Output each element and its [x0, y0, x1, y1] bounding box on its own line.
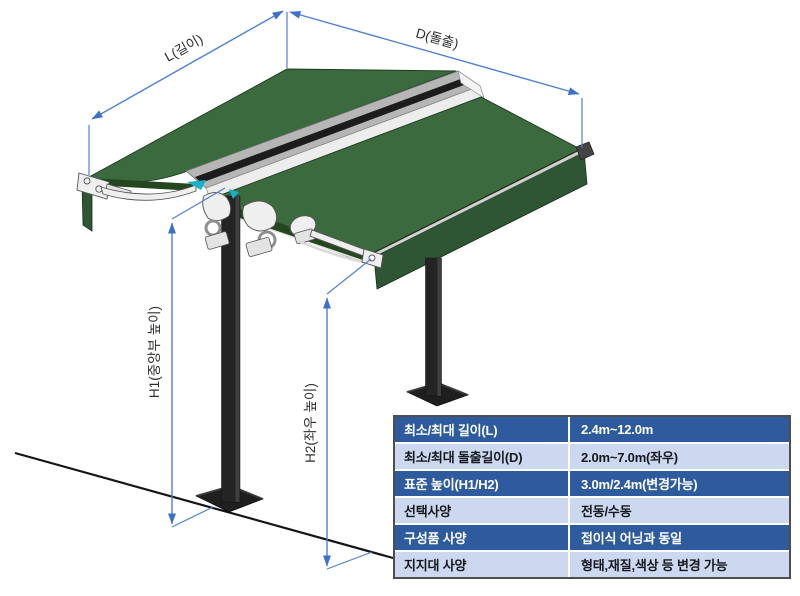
spec-row-label: 표준 높이(H1/H2): [395, 471, 568, 496]
left-post: [195, 195, 264, 513]
spec-row-label: 최소/최대 길이(L): [395, 417, 568, 442]
dimension-height-center: H1(중앙부 높이): [147, 187, 226, 528]
left-canopy-front-edge: [89, 178, 196, 191]
spec-row-value: 전동/수동: [570, 498, 789, 523]
teal-accent-icon: [229, 189, 239, 199]
arm-hook-icon: [204, 219, 222, 237]
beam-black-stripe: [195, 77, 472, 183]
roller-far-end-cap: [575, 141, 595, 161]
dimension-line-L: [91, 10, 284, 120]
dimension-label-projection: D(돌출): [414, 25, 460, 51]
spec-table: 최소/최대 길이(L) 2.4m~12.0m 최소/최대 돌출길이(D) 2.0…: [393, 415, 791, 579]
leader-line: [326, 258, 372, 295]
left-roller-assembly: [76, 172, 197, 232]
leader-line: [326, 551, 373, 570]
ground-line: [14, 451, 394, 560]
dimension-line-D: [289, 11, 580, 95]
center-beam: [185, 70, 485, 202]
arm-foot: [245, 237, 273, 257]
dimension-label-height-side: H2(좌우 높이): [303, 383, 318, 463]
arm-casting: [202, 192, 232, 221]
left-folding-arm: [100, 184, 197, 201]
spec-row-label: 구성품 사양: [395, 525, 568, 550]
arm-foot: [204, 231, 230, 250]
left-roller-hole-icon: [83, 177, 91, 185]
leader-line: [171, 187, 226, 220]
spec-row-value: 3.0m/2.4m(변경가능): [570, 471, 789, 496]
left-post-column-highlight: [235, 196, 240, 502]
spec-row-label: 지지대 사양: [395, 552, 568, 577]
dimension-label-length: L(길이): [162, 31, 205, 64]
spec-row-value: 형태,재질,색상 등 변경 가능: [570, 552, 789, 577]
leader-line: [171, 506, 214, 528]
right-post-column-highlight: [437, 258, 441, 396]
spec-row-label: 선택사양: [395, 498, 568, 523]
right-post: [406, 257, 469, 407]
arm-casting: [242, 200, 277, 232]
spec-row-value: 접이식 어닝과 동일: [570, 525, 789, 550]
dimension-label-height-center: H1(중앙부 높이): [147, 306, 162, 398]
front-roller-shadow-line: [373, 147, 585, 253]
dimension-height-side: H2(좌우 높이): [303, 258, 373, 570]
spec-row-value: 2.4m~12.0m: [570, 417, 789, 442]
left-post-column: [221, 195, 241, 503]
spec-row-label: 최소/최대 돌출길이(D): [395, 444, 568, 469]
spec-row-value: 2.0m~7.0m(좌우): [570, 444, 789, 469]
front-roller-tube: [373, 148, 585, 257]
teal-accent-icon: [187, 180, 206, 190]
left-roller-end-cap: [76, 172, 110, 200]
